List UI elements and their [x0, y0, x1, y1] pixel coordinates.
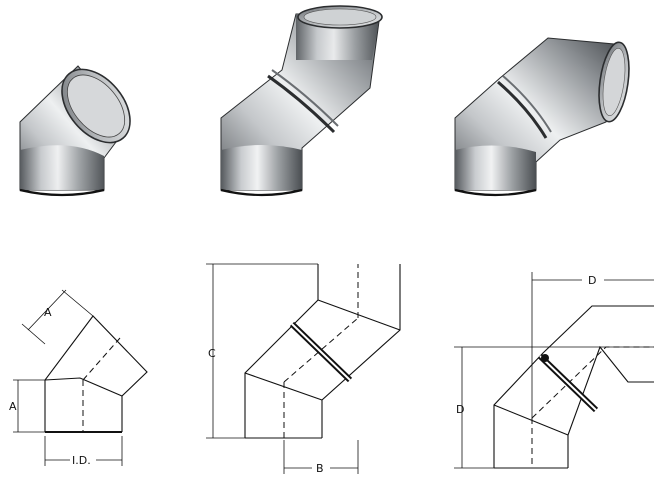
elbow-45-render	[19, 65, 131, 197]
elbow-45-dim-a-diag: A	[44, 306, 52, 319]
offset-dim-c: C	[208, 347, 216, 360]
offset-dim-b: B	[316, 462, 324, 475]
elbow-90-dim-d-vert: D	[456, 403, 464, 416]
elbow-45-dim-a-vert: A	[9, 400, 17, 413]
elbow-90-render	[454, 37, 630, 197]
offset-render	[220, 5, 383, 197]
elbow-90-dim-d-horiz: D	[588, 274, 596, 287]
offset-drawing	[206, 263, 401, 474]
elbow-45-drawing	[13, 289, 148, 466]
elbow-90-drawing	[454, 272, 654, 469]
elbow-45-dim-id: I.D.	[72, 454, 91, 467]
